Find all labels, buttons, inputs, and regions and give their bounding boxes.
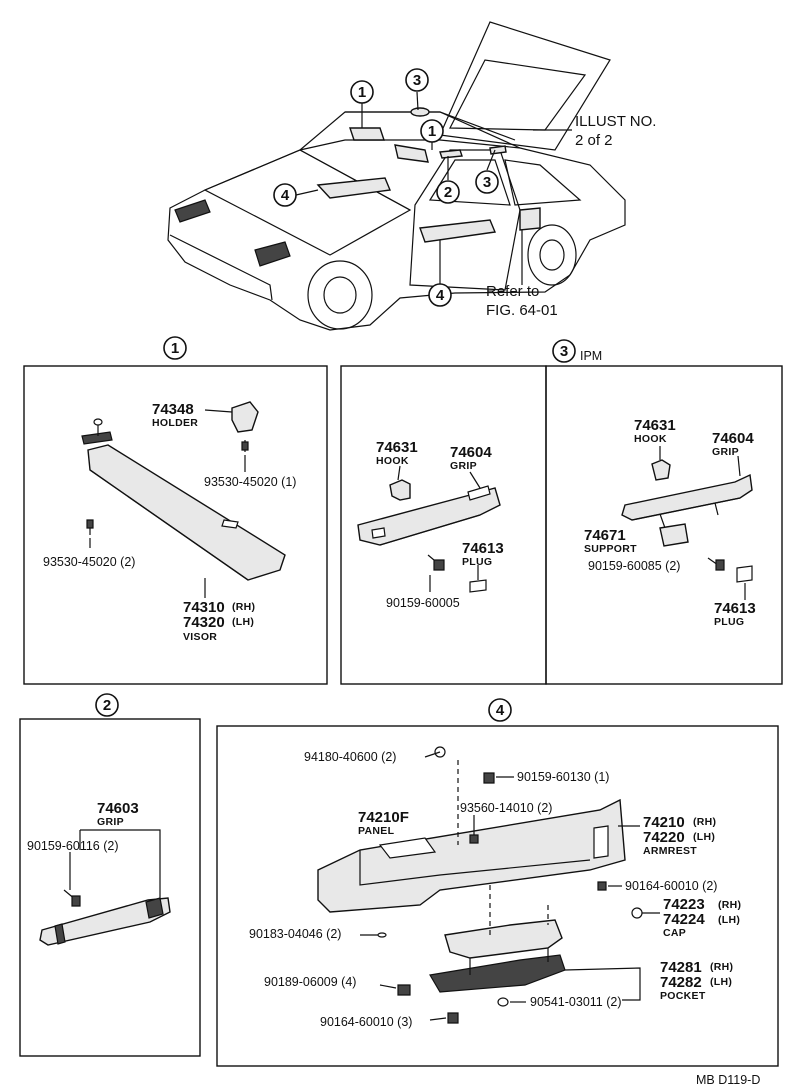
diagram-code: MB D119-D [696,1073,760,1087]
section-3-suffix: IPM [580,349,602,363]
armrest-lh-tag: (LH) [693,831,715,843]
grip-a-caption: GRIP [450,460,477,472]
plug-b-number: 74613 [714,600,756,617]
armrest-rh-number: 74210 [643,814,685,831]
armrest-part-90164b: 90164-60010 (3) [320,1015,412,1029]
cap-caption: CAP [663,927,686,939]
callout-3a: 3 [413,72,421,89]
visor-lh-number: 74320 [183,614,225,631]
section-3-number: 3 [560,343,568,360]
visor-rh-number: 74310 [183,599,225,616]
plug-a-part [469,579,487,593]
visor-caption: VISOR [183,631,217,643]
visor-panel: 74348 HOLDER 93530-45020 (1) 93530-45020… [43,401,296,643]
car-overview: 1 1 2 3 3 4 4 ILLUST NO. 2 of 2 Refer to… [167,21,656,331]
grip-c-caption: GRIP [97,816,124,828]
cap-lh-number: 74224 [663,911,705,928]
grip-a-screw: 90159-60005 [386,596,460,610]
support-part [659,523,689,547]
hook-b-part [651,459,671,481]
armrest-part-93560: 93560-14010 (2) [460,801,552,815]
armrest-part [317,798,626,913]
armrest-part-90183: 90183-04046 (2) [249,927,341,941]
grip-panel-a: 74631 HOOK 74604 GRIP 74613 PLUG 90159-6… [357,439,504,610]
hook-b-caption: HOOK [634,433,667,445]
visor-lh-tag: (LH) [232,616,254,628]
pocket-caption: POCKET [660,990,706,1002]
cap-rh-tag: (RH) [718,899,741,911]
visor-screw-1: 93530-45020 (1) [204,475,296,489]
armrest-rh-tag: (RH) [693,816,716,828]
plug-a-caption: PLUG [462,556,492,568]
armrest-panel-insert [378,837,437,859]
grip-b-number: 74604 [712,430,754,447]
grip-b-screw: 90159-60085 (2) [588,559,680,573]
section-2-number: 2 [103,697,111,714]
holder-part [231,401,259,433]
pocket-lh-number: 74282 [660,974,702,991]
armrest-part-94180: 94180-40600 (2) [304,750,396,764]
illust-page: 2 of 2 [575,132,613,149]
grip-c-screw: 90159-60116 (2) [27,839,119,853]
visor-rh-tag: (RH) [232,601,255,613]
callout-4b: 4 [436,287,445,304]
plug-b-part [736,565,753,583]
hook-a-number: 74631 [376,439,418,456]
plug-b-caption: PLUG [714,616,744,628]
armrest-part-90189: 90189-06009 (4) [264,975,356,989]
callout-1b: 1 [428,123,436,140]
section-1-number: 1 [171,340,179,357]
refer-label: Refer to [486,283,539,300]
plug-a-number: 74613 [462,540,504,557]
grip-c-part [39,897,171,946]
armrest-panel: 94180-40600 (2) 90159-60130 (1) 93560-14… [249,746,741,1029]
support-number: 74671 [584,527,626,544]
hook-b-number: 74631 [634,417,676,434]
visor-screw-2: 93530-45020 (2) [43,555,135,569]
panel-number: 74210F [358,809,409,826]
grip-b-part [621,473,753,521]
grip-panel-b-frame [545,365,783,685]
callout-1a: 1 [358,84,366,101]
holder-number: 74348 [152,401,194,418]
armrest-caption: ARMREST [643,845,697,857]
grip-panel-c: 74603 GRIP 90159-60116 (2) [27,800,171,946]
cap-rh-number: 74223 [663,896,705,913]
pocket-rh-number: 74281 [660,959,702,976]
callout-4a: 4 [281,187,290,204]
support-caption: SUPPORT [584,543,637,555]
panel-caption: PANEL [358,825,395,837]
hook-a-part [389,479,411,501]
grip-c-number: 74603 [97,800,139,817]
callout-3b: 3 [483,174,491,191]
armrest-lh-number: 74220 [643,829,685,846]
holder-caption: HOLDER [152,417,198,429]
armrest-part-90159: 90159-60130 (1) [517,770,609,784]
grip-panel-b: 74631 HOOK 74604 GRIP 74671 SUPPORT 9015… [584,417,756,628]
illust-label: ILLUST NO. [575,113,656,130]
grip-a-number: 74604 [450,444,492,461]
callout-2: 2 [444,184,452,201]
pocket-part [444,919,563,959]
grip-panel-c-frame [19,718,201,1057]
visor-panel-frame [23,365,328,685]
cap-lh-tag: (LH) [718,914,740,926]
section-4-number: 4 [496,702,505,719]
grip-b-caption: GRIP [712,446,739,458]
armrest-part-90164a: 90164-60010 (2) [625,879,717,893]
pocket-rh-tag: (RH) [710,961,733,973]
hook-a-caption: HOOK [376,455,409,467]
pocket-lh-tag: (LH) [710,976,732,988]
refer-fig: FIG. 64-01 [486,302,558,319]
armrest-part-90541: 90541-03011 (2) [530,995,622,1009]
armrest-panel-frame [216,725,779,1067]
